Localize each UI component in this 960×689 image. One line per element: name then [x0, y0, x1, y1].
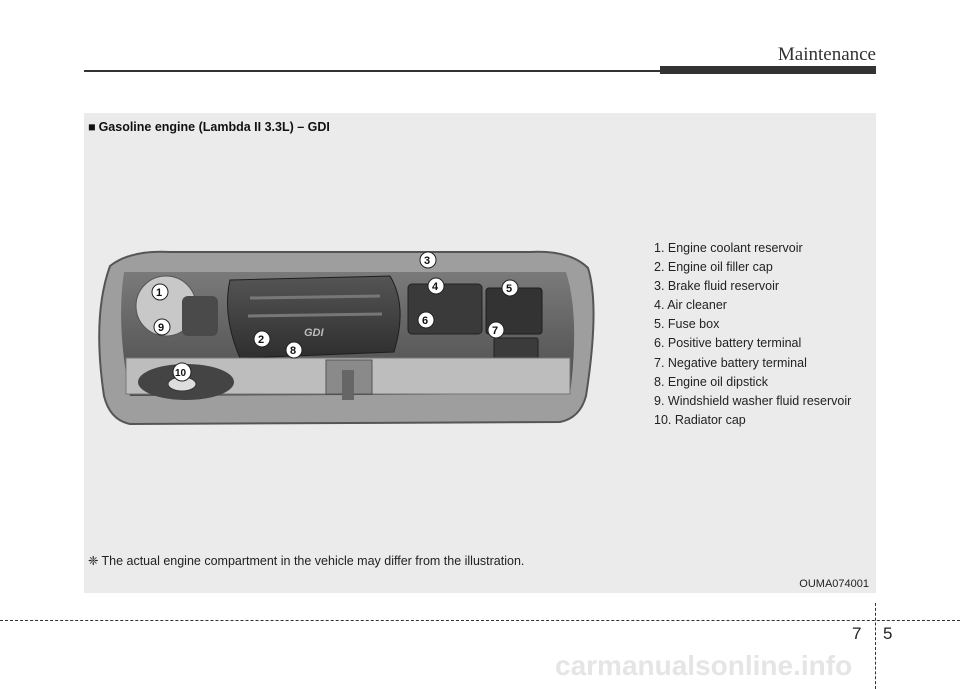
legend-item: 8. Engine oil dipstick — [654, 374, 768, 389]
callout-8: 8 — [290, 345, 296, 357]
legend-item: 2. Engine oil filler cap — [654, 260, 773, 275]
callout-2: 2 — [258, 334, 264, 346]
watermark: carmanualsonline.info — [555, 650, 853, 681]
callout-6: 6 — [422, 315, 428, 327]
legend-item: 7. Negative battery terminal — [654, 355, 807, 370]
callout-5: 5 — [506, 283, 512, 295]
callout-7: 7 — [492, 325, 498, 337]
footer-divider — [875, 603, 876, 689]
footnote: ❈The actual engine compartment in the ve… — [88, 553, 524, 568]
page-number: 5 — [883, 624, 893, 643]
legend-item: 5. Fuse box — [654, 317, 720, 332]
legend-item: 3. Brake fluid reservoir — [654, 279, 780, 294]
footnote-text: The actual engine compartment in the veh… — [101, 554, 525, 568]
figure-title-text: Gasoline engine (Lambda II 3.3L) – GDI — [98, 120, 330, 134]
engine-cover-label: GDI — [304, 327, 325, 339]
callout-10: 10 — [175, 368, 187, 379]
legend-item: 10. Radiator cap — [654, 412, 746, 427]
air-cleaner-box — [407, 283, 483, 335]
callout-3: 3 — [424, 255, 430, 267]
engine-illustration: GDI 1 2 3 4 5 6 7 8 9 — [98, 250, 595, 426]
header-rule-thin — [84, 70, 660, 72]
figure-panel: ■Gasoline engine (Lambda II 3.3L) – GDI … — [84, 113, 876, 593]
legend-item: 1. Engine coolant reservoir — [654, 241, 803, 255]
figure-title: ■Gasoline engine (Lambda II 3.3L) – GDI — [88, 120, 330, 134]
footer-rule — [0, 620, 960, 621]
callout-1: 1 — [156, 287, 162, 299]
footnote-symbol: ❈ — [88, 554, 99, 568]
section-title: Maintenance — [777, 44, 876, 65]
legend-item: 6. Positive battery terminal — [654, 336, 802, 351]
component-legend: 1. Engine coolant reservoir 2. Engine oi… — [654, 239, 851, 430]
callout-4: 4 — [432, 281, 439, 293]
title-marker: ■ — [88, 120, 96, 134]
washer-reservoir — [182, 296, 218, 336]
header-rule-thick — [660, 66, 876, 74]
illustration-code: OUMA074001 — [799, 578, 869, 590]
legend-item: 9. Windshield washer fluid reservoir — [654, 393, 852, 408]
chapter-number: 7 — [852, 624, 862, 643]
callout-9: 9 — [158, 322, 164, 334]
legend-item: 4. Air cleaner — [654, 298, 727, 313]
